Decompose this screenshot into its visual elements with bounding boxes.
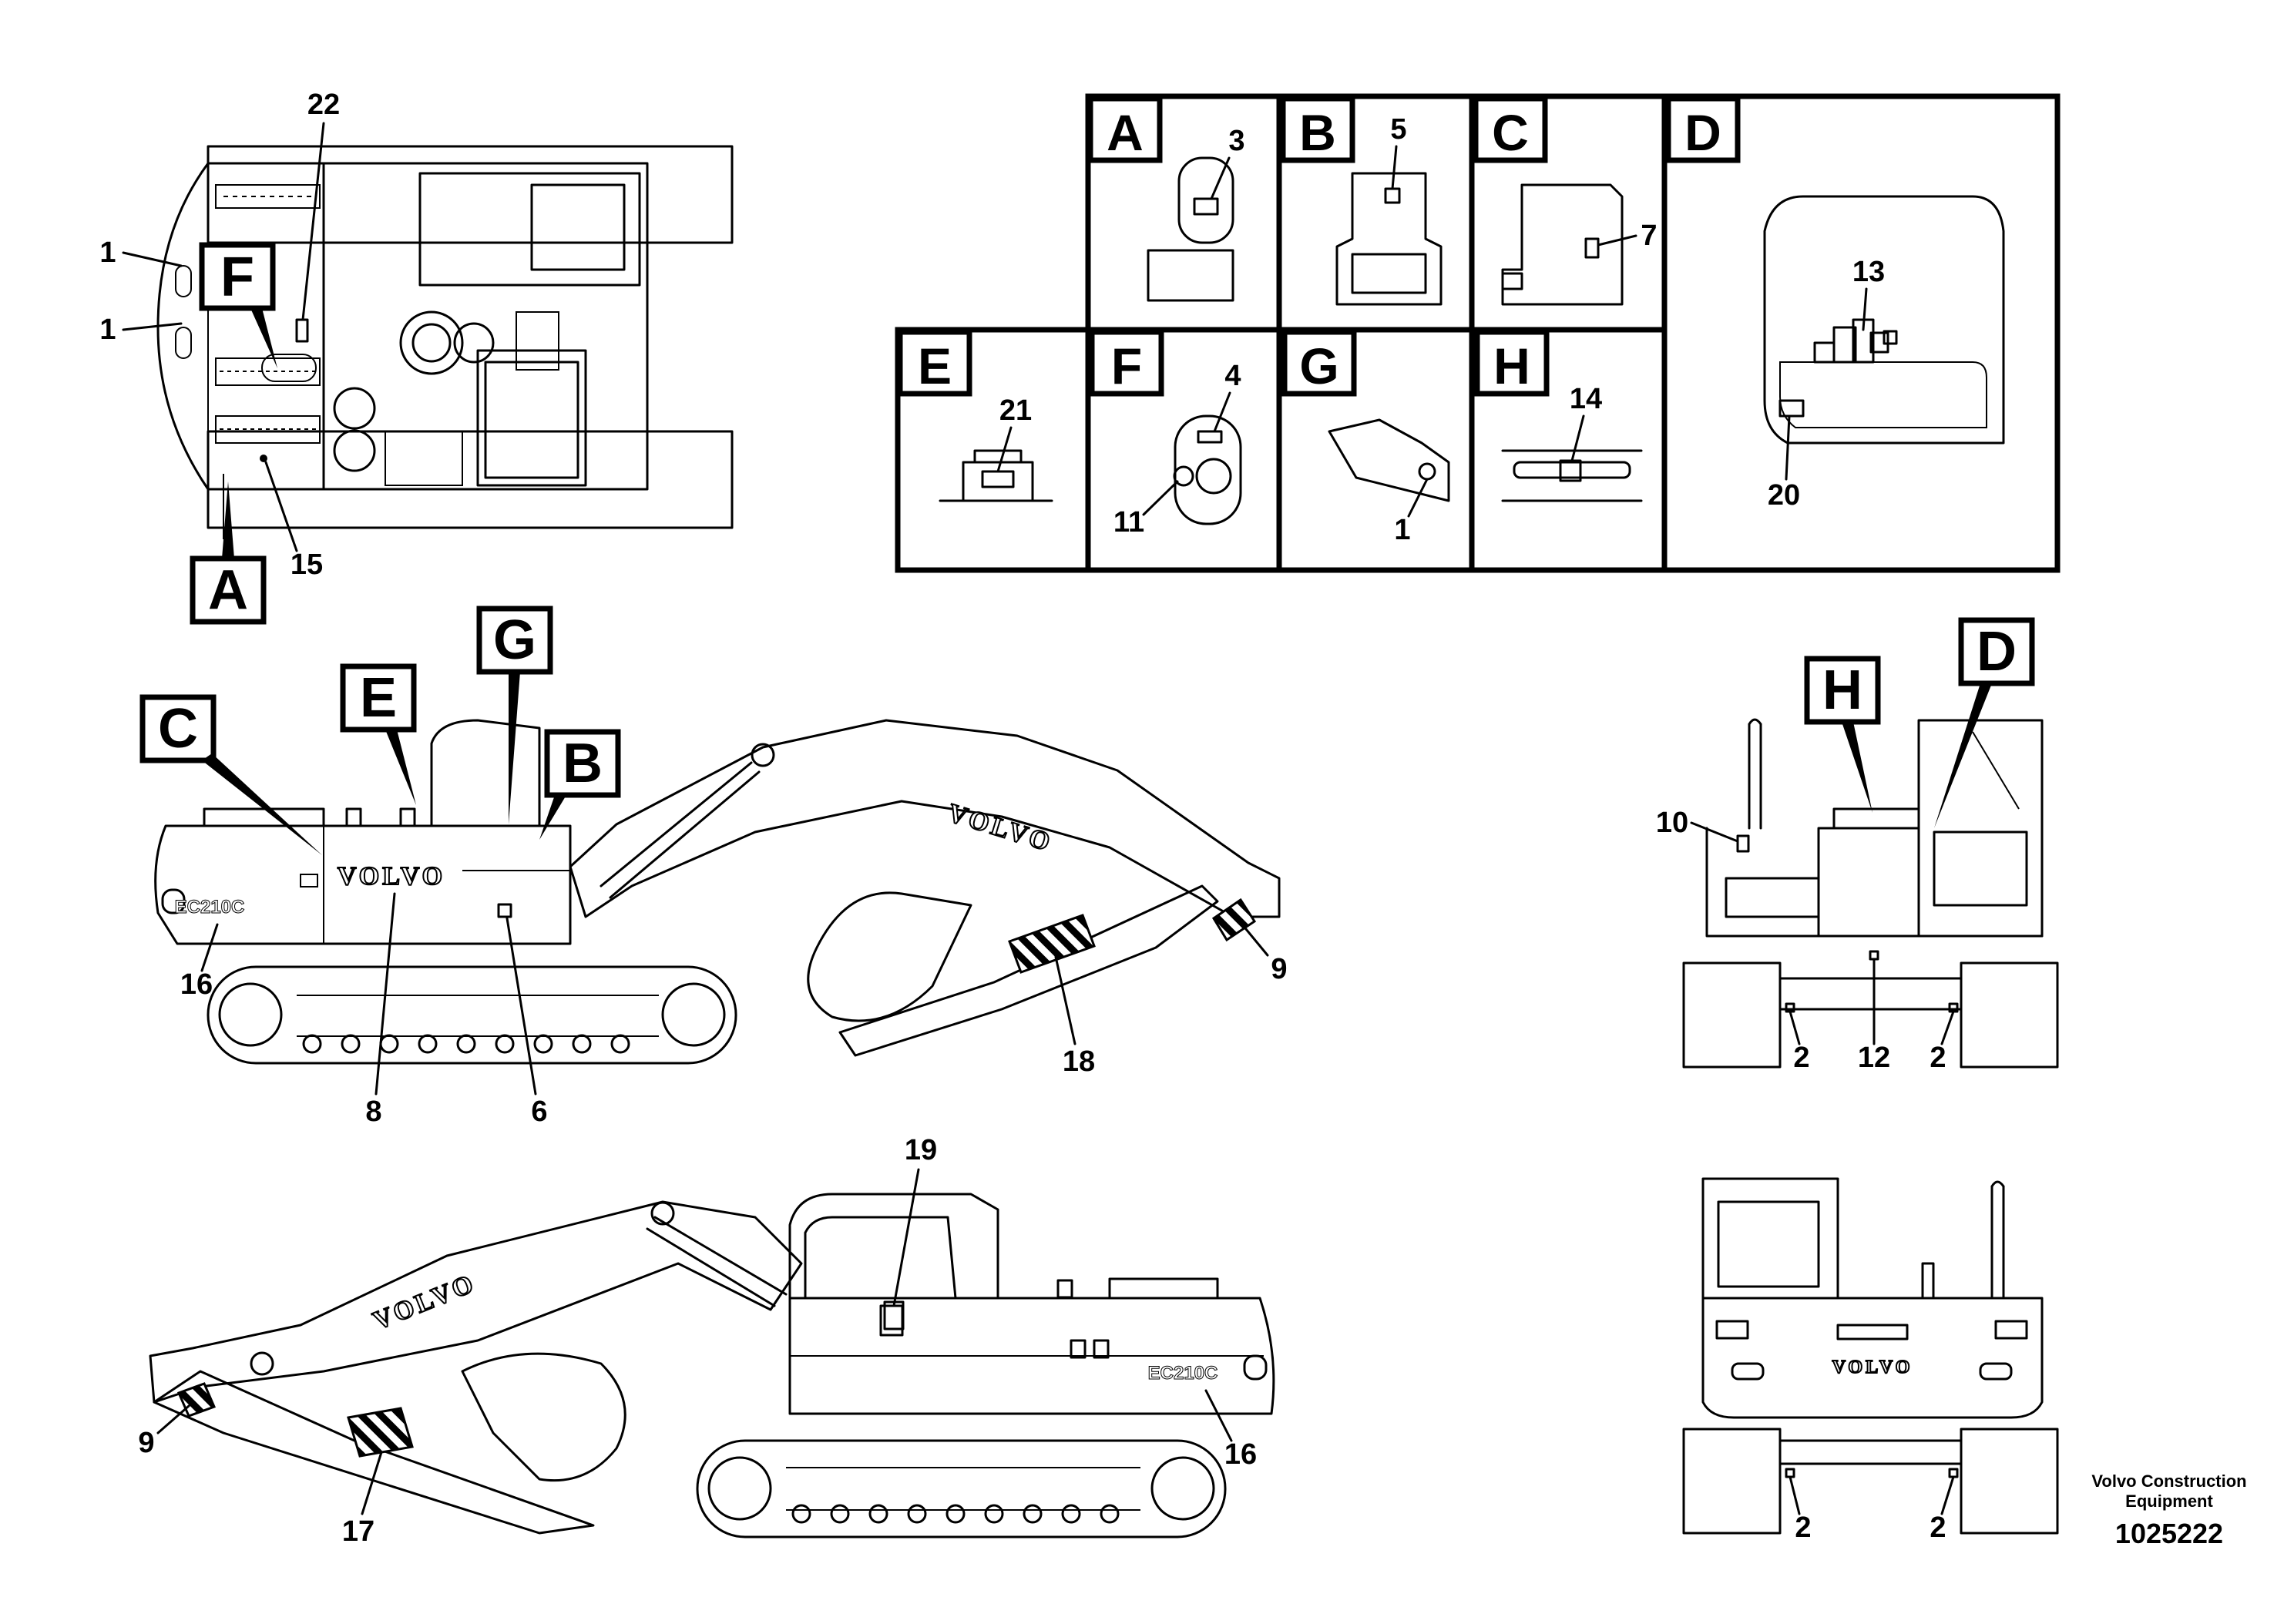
brand-logo: VOLVO <box>1832 1357 1913 1377</box>
front-view: H D 10 2 12 2 <box>1656 617 2059 1074</box>
callout-label: 21 <box>999 394 1032 427</box>
view-letter-box: B <box>563 733 603 794</box>
callout-label: 15 <box>291 549 323 581</box>
callout-label: 2 <box>1930 1042 1946 1074</box>
view-letter-box: G <box>493 609 536 671</box>
part-number: 1025222 <box>2115 1518 2223 1549</box>
callout-label: 7 <box>1641 220 1657 252</box>
top-view-callouts: 22 1 1 15 F A <box>99 89 340 625</box>
detail-grid: A 3 B 5 C 7 D 13 20 <box>895 93 2061 573</box>
footer: Volvo Construction Equipment 1025222 <box>2091 1471 2246 1549</box>
grid-cell-letter: E <box>918 337 952 394</box>
side-view-left-callouts: C E G B 16 8 6 18 9 <box>139 606 1288 1128</box>
grid-cell-letter: C <box>1492 104 1529 161</box>
brand-logo: VOLVO <box>369 1269 480 1336</box>
callout-label: 3 <box>1228 125 1244 157</box>
callout-label: 1 <box>1394 514 1410 546</box>
view-letter-box: D <box>1977 621 2017 683</box>
callout-label: 1 <box>99 314 116 346</box>
callout-label: 10 <box>1656 807 1688 839</box>
grid-cell-letter: H <box>1493 337 1530 394</box>
callout-label: 14 <box>1570 383 1602 415</box>
callout-label: 11 <box>1113 506 1144 539</box>
callout-label: 22 <box>307 89 340 121</box>
view-letter-box: C <box>158 698 198 760</box>
view-letter-box: H <box>1822 659 1862 721</box>
side-view-left: VOLVO EC210C VOLVO <box>154 719 1281 1065</box>
callout-label: 9 <box>1271 953 1287 985</box>
grid-cell-letter: B <box>1299 104 1336 161</box>
grid-cell-letter: F <box>1111 337 1142 394</box>
callout-label: 8 <box>365 1096 381 1128</box>
company-name-line1: Volvo Construction <box>2091 1471 2246 1491</box>
top-view <box>156 145 734 539</box>
side-view-right: EC210C VOLVO <box>149 1193 1275 1538</box>
callout-label: 18 <box>1063 1045 1095 1078</box>
callout-label: 4 <box>1224 360 1241 392</box>
company-name-line2: Equipment <box>2125 1491 2213 1511</box>
model-badge: EC210C <box>175 897 245 918</box>
rear-view: VOLVO 2 2 <box>1682 1177 2059 1544</box>
callout-label: 12 <box>1858 1042 1890 1074</box>
grid-cell-letter: G <box>1299 337 1338 394</box>
callout-label: 9 <box>138 1427 154 1459</box>
callout-label: 2 <box>1795 1512 1811 1544</box>
model-badge: EC210C <box>1148 1363 1218 1384</box>
callout-label: 1 <box>99 237 116 269</box>
callout-label: 16 <box>180 968 213 1001</box>
callout-label: 6 <box>531 1096 547 1128</box>
callout-label: 5 <box>1390 113 1406 146</box>
callout-label: 16 <box>1224 1438 1257 1471</box>
callout-label: 13 <box>1852 256 1885 288</box>
callout-label: 17 <box>342 1515 374 1548</box>
brand-logo: VOLVO <box>945 799 1056 857</box>
callout-label: 19 <box>905 1134 937 1166</box>
view-letter-box: F <box>220 247 254 308</box>
callout-label: 2 <box>1930 1512 1946 1544</box>
view-letter-box: E <box>360 667 397 729</box>
grid-cell-letter: D <box>1684 104 1721 161</box>
callout-label: 20 <box>1768 479 1800 512</box>
callout-label: 2 <box>1793 1042 1809 1074</box>
grid-cell-letter: A <box>1107 104 1144 161</box>
brand-logo: VOLVO <box>338 862 445 891</box>
view-letter-box: A <box>208 559 248 621</box>
side-view-right-callouts: 19 9 17 16 <box>138 1134 1257 1548</box>
